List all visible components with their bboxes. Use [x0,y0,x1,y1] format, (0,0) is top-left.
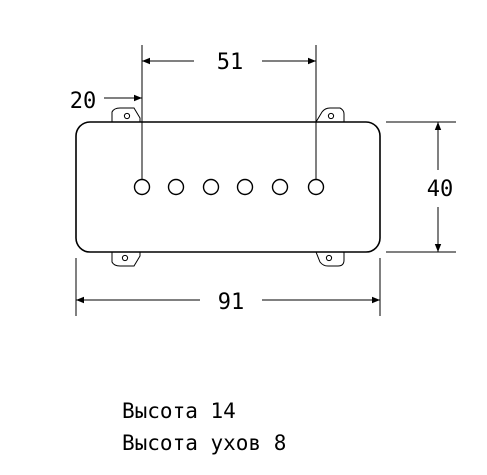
mounting-ear-top-right [315,107,345,123]
pickup-body [75,121,381,253]
dimension-height [386,121,456,253]
pole-piece [167,178,185,196]
mounting-ear-top-left [111,107,141,122]
pole-piece [202,178,220,196]
note-ear-height: Высота ухов 8 [122,431,286,455]
pole-piece [133,178,151,196]
dimension-label-pole-spacing: 51 [217,50,244,75]
mounting-ear-bottom-left [111,252,141,267]
pole-pieces [133,178,325,196]
pole-piece [236,178,254,196]
dimension-label-length: 91 [218,290,245,315]
pole-piece [271,178,289,196]
pole-piece [307,178,325,196]
dimension-length [75,258,381,316]
dimension-label-edge-offset: 20 [70,89,97,114]
note-height: Высота 14 [122,399,236,423]
mounting-ear-bottom-right [315,251,345,267]
dimension-pole-spacing [141,45,317,180]
dimension-label-height: 40 [427,177,454,202]
